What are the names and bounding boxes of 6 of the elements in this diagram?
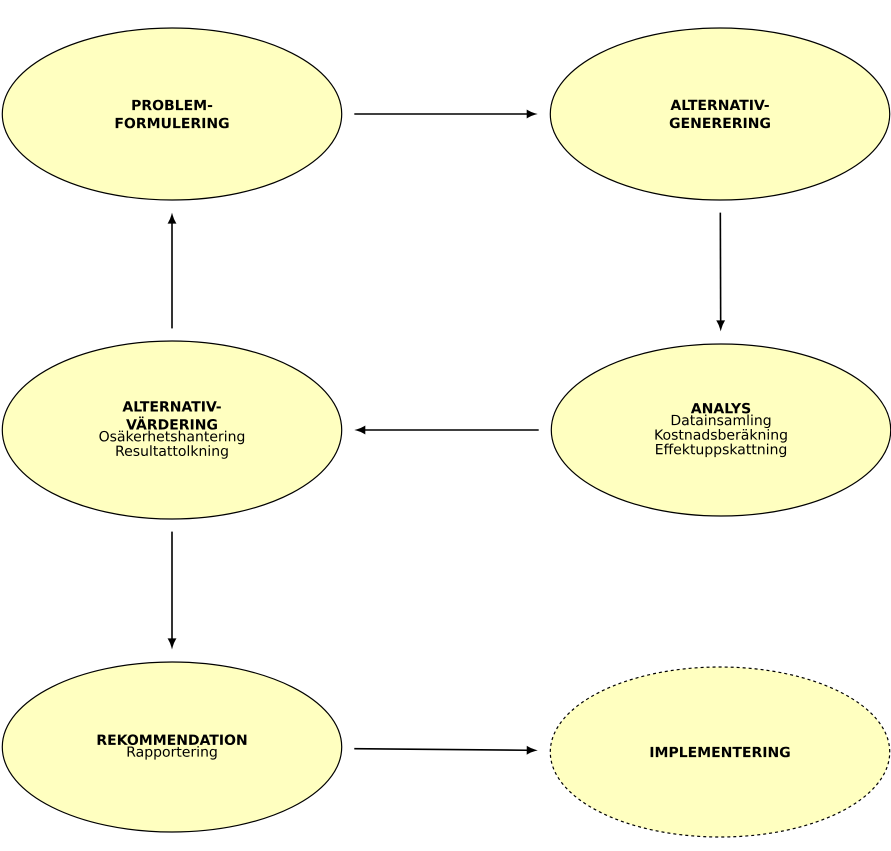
arrow: [354, 746, 536, 754]
arrow: [716, 212, 724, 330]
arrow: [168, 532, 176, 648]
arrow: [354, 110, 536, 118]
arrow: [356, 426, 539, 434]
arrow: [168, 214, 176, 328]
